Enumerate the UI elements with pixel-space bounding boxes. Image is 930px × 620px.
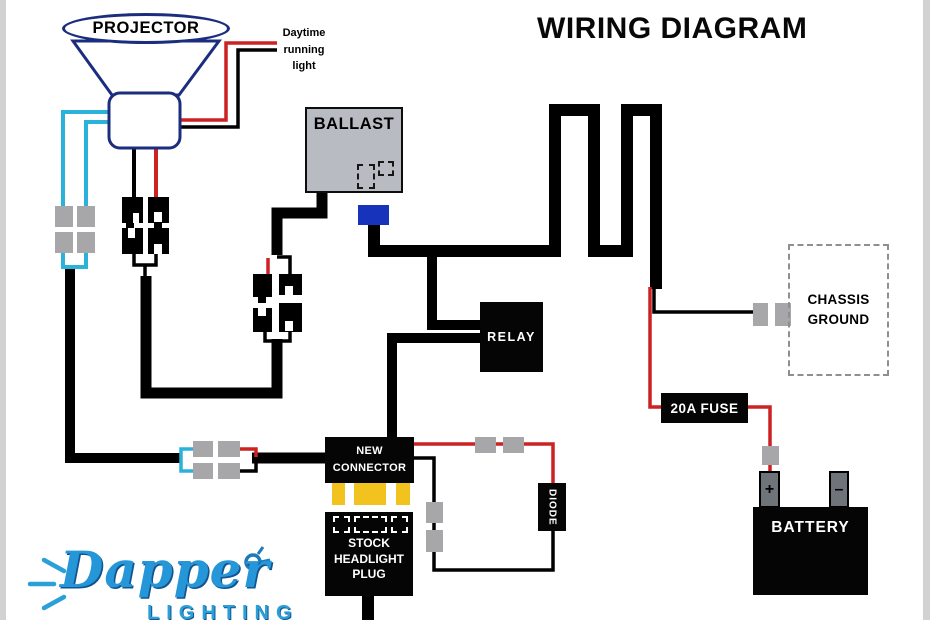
cyan-wire-1	[61, 110, 112, 207]
battery-label: BATTERY	[771, 519, 850, 536]
bullet2-black-in	[277, 255, 292, 276]
bullet-connector-bulb	[122, 197, 169, 254]
stock-headlight-plug-box: STOCK HEADLIGHT PLUG	[325, 512, 413, 596]
cyan-join-bracket	[61, 252, 88, 269]
bullet-to-bulb-harness-wire	[140, 276, 283, 399]
plug-socket	[333, 516, 350, 533]
daytime-running-light-label: Daytime running light	[282, 27, 326, 72]
bullet-connector-ballast	[253, 274, 302, 332]
diode-red-wire	[411, 442, 555, 488]
ballast-to-bullet-wire	[271, 186, 328, 255]
diode-box: DIODE	[538, 483, 566, 531]
plug-socket	[391, 516, 408, 533]
relay-to-newconnector-wire	[387, 333, 482, 440]
chassis-ground-label: GROUND	[807, 312, 870, 327]
chassis-ground-box: CHASSIS GROUND	[788, 244, 889, 376]
diode-label: DIODE	[546, 488, 558, 526]
cyan-wire-2	[84, 120, 112, 207]
fourpin-red-bracket	[240, 447, 258, 457]
fourpin-black-bracket	[240, 459, 258, 473]
diode-red-inline-connector	[475, 437, 524, 453]
battery-negative-terminal: –	[829, 471, 849, 508]
fuse-feed-red-wire	[648, 287, 663, 409]
chassis-ground-label: CHASSIS	[807, 291, 870, 307]
four-pin-connector	[193, 441, 240, 479]
relay-feed-wire	[427, 251, 482, 330]
projector-bulb-connector	[107, 91, 182, 150]
fuse-box: 20A FUSE	[661, 393, 748, 423]
page-edge-right	[923, 0, 930, 620]
battery-box: BATTERY	[753, 507, 868, 595]
drl-black-wire	[178, 48, 277, 129]
projector-reflector	[70, 39, 222, 97]
logo-plug-icon	[244, 546, 271, 571]
ballast-pin-outline	[378, 161, 394, 176]
left-harness-wire	[65, 266, 180, 463]
fourpin-cyan-bracket	[179, 447, 195, 473]
relay-label: RELAY	[487, 330, 536, 344]
ballast-label: BALLAST	[313, 115, 395, 133]
dapper-logo-wordmark: Dapper	[60, 540, 270, 599]
chassis-ground-wire	[652, 287, 756, 314]
ballast-pin-outline	[357, 164, 375, 189]
page-title: WIRING DIAGRAM	[537, 12, 808, 45]
left-spade-connector	[55, 206, 95, 253]
chassis-ground-connector	[753, 303, 791, 326]
dapper-logo-subtitle: LIGHTING	[147, 602, 299, 620]
new-connector-pins	[332, 482, 410, 505]
new-connector-box: NEW CONNECTOR	[325, 437, 414, 483]
bullet2-bottom-bracket	[263, 330, 292, 343]
plug-socket	[354, 516, 387, 533]
drl-red-wire	[178, 41, 277, 122]
relay-box: RELAY	[480, 302, 543, 372]
ballast-blue-connector	[358, 205, 389, 225]
projector-box: PROJECTOR	[62, 13, 230, 44]
ballast-power-coil-wire	[368, 104, 662, 289]
projector-label: PROJECTOR	[92, 19, 200, 37]
ballast-box: BALLAST	[305, 107, 403, 193]
battery-feed-connector	[762, 446, 779, 465]
fuse-label: 20A FUSE	[670, 400, 739, 416]
battery-positive-terminal: +	[759, 471, 780, 508]
logo-light-rays	[27, 557, 67, 611]
page-edge-left	[0, 0, 6, 620]
diode-black-wire	[411, 456, 555, 572]
diode-black-inline-connector	[426, 502, 443, 552]
